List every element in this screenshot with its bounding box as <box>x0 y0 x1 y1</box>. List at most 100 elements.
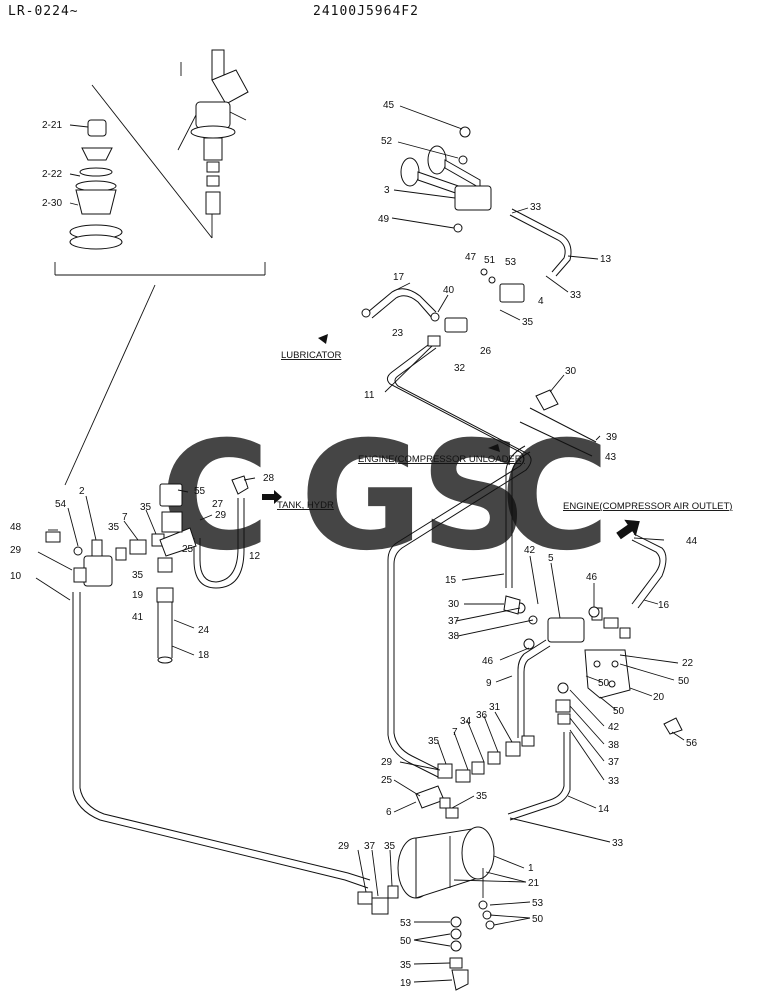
part-label: 33 <box>608 776 620 787</box>
part-label: 38 <box>608 740 620 751</box>
part-label: 41 <box>132 612 144 623</box>
part-label: 35 <box>108 522 120 533</box>
part-label: 4 <box>538 296 544 307</box>
part-label: 19 <box>400 978 412 989</box>
part-label: 27 <box>212 499 224 510</box>
note-engine-unloader: ENGINE(COMPRESSOR UNLOADER) <box>358 454 525 465</box>
part-label: 43 <box>605 452 617 463</box>
watermark-letter-g: G <box>300 410 423 584</box>
part-label: 38 <box>448 631 460 642</box>
part-label: 47 <box>465 252 477 263</box>
part-label: 35 <box>132 570 144 581</box>
part-label: 45 <box>383 100 395 111</box>
part-label: 50 <box>598 678 610 689</box>
part-label: 50 <box>613 706 625 717</box>
part-label: 35 <box>428 736 440 747</box>
watermark-letter-s: S <box>420 410 528 584</box>
part-label: 15 <box>445 575 457 586</box>
leader-lines <box>35 105 685 983</box>
part-label: 55 <box>194 486 206 497</box>
part-label: 50 <box>678 676 690 687</box>
part-label: 35 <box>140 502 152 513</box>
part-label: 25 <box>381 775 393 786</box>
part-label: 13 <box>600 254 612 265</box>
part-label: 42 <box>608 722 620 733</box>
part-label: 24 <box>198 625 210 636</box>
part-label: 52 <box>381 136 393 147</box>
part-label: 35 <box>400 960 412 971</box>
part-label: 28 <box>263 473 275 484</box>
part-label: 53 <box>505 257 517 268</box>
part-label: 37 <box>364 841 376 852</box>
part-label: 49 <box>378 214 390 225</box>
part-label: 30 <box>448 599 460 610</box>
part-label: 12 <box>249 551 261 562</box>
part-label: 39 <box>606 432 618 443</box>
part-label: 16 <box>658 600 670 611</box>
part-label: 11 <box>364 390 375 401</box>
part-label: 33 <box>612 838 624 849</box>
part-label: 50 <box>400 936 412 947</box>
note-tank-hydr: TANK, HYDR <box>277 500 334 511</box>
drawing-code-right: 24100J5964F2 <box>313 4 419 19</box>
part-label: 54 <box>55 499 67 510</box>
part-label: 51 <box>484 255 496 266</box>
part-label: 6 <box>386 807 392 818</box>
inset-detail <box>54 49 266 486</box>
drawing-code-left: LR-0224~ <box>8 4 79 19</box>
part-label: 19 <box>132 590 144 601</box>
part-label: 18 <box>198 650 210 661</box>
part-label: 46 <box>586 572 598 583</box>
part-label: 31 <box>489 702 501 713</box>
part-label: 29 <box>215 510 227 521</box>
watermark-letter-c2: C <box>500 410 610 584</box>
part-label: 32 <box>454 363 466 374</box>
components <box>45 126 683 991</box>
part-label: 48 <box>10 522 22 533</box>
part-label: 53 <box>532 898 544 909</box>
note-engine-outlet: ENGINE(COMPRESSOR AIR OUTLET) <box>563 501 732 512</box>
part-label: 34 <box>460 716 472 727</box>
part-label: 3 <box>384 185 390 196</box>
part-label: 29 <box>338 841 350 852</box>
part-label: 35 <box>522 317 534 328</box>
part-label: 10 <box>10 571 22 582</box>
note-lubricator: LUBRICATOR <box>281 350 341 361</box>
part-label: 2-21 <box>42 120 62 131</box>
part-label: 14 <box>598 804 610 815</box>
part-label: 33 <box>530 202 542 213</box>
part-label: 29 <box>381 757 393 768</box>
part-label: 2-22 <box>42 169 62 180</box>
watermark: C G S C <box>160 410 610 584</box>
part-label: 40 <box>443 285 455 296</box>
part-label: 20 <box>653 692 665 703</box>
part-label: 1 <box>528 863 534 874</box>
piping <box>72 208 667 889</box>
part-label: 36 <box>476 710 488 721</box>
part-label: 22 <box>682 658 694 669</box>
part-labels: 2-21 2-22 2-30 45 52 3 49 33 13 47 51 53… <box>10 100 698 989</box>
part-label: 21 <box>528 878 540 889</box>
part-label: 46 <box>482 656 494 667</box>
part-label: 29 <box>10 545 22 556</box>
part-label: 7 <box>122 512 128 523</box>
part-label: 5 <box>548 553 554 564</box>
part-label: 25 <box>182 544 194 555</box>
part-label: 23 <box>392 328 404 339</box>
part-label: 30 <box>565 366 577 377</box>
part-label: 37 <box>608 757 620 768</box>
part-label: 9 <box>486 678 492 689</box>
part-label: 2-30 <box>42 198 62 209</box>
part-label: 35 <box>476 791 488 802</box>
part-label: 35 <box>384 841 396 852</box>
part-label: 37 <box>448 616 460 627</box>
part-label: 33 <box>570 290 582 301</box>
part-label: 56 <box>686 738 698 749</box>
part-label: 53 <box>400 918 412 929</box>
part-label: 7 <box>452 727 458 738</box>
part-label: 2 <box>79 486 85 497</box>
part-label: 17 <box>393 272 405 283</box>
part-label: 44 <box>686 536 698 547</box>
part-label: 26 <box>480 346 492 357</box>
